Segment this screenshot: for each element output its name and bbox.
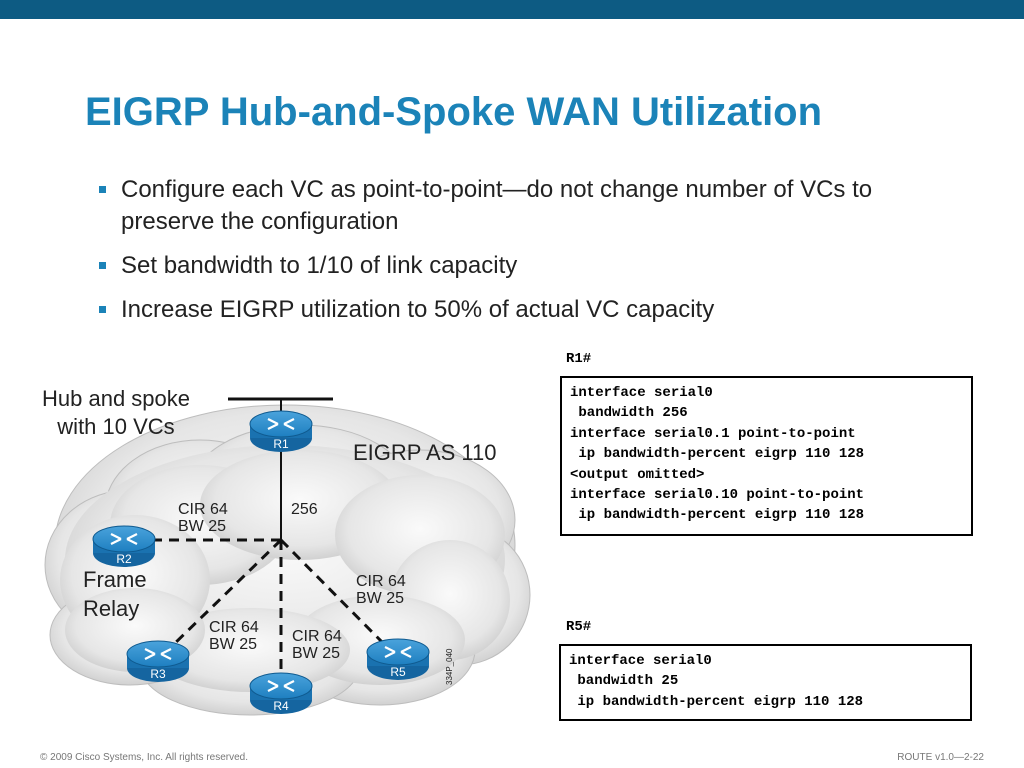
bullet-item: Set bandwidth to 1/10 of link capacity bbox=[97, 250, 947, 282]
footer-copyright: © 2009 Cisco Systems, Inc. All rights re… bbox=[40, 752, 249, 763]
bullet-square-icon bbox=[99, 306, 106, 313]
r4-cir-label: CIR 64 bbox=[292, 628, 342, 645]
router-r1-icon bbox=[249, 410, 313, 452]
router-r4-icon bbox=[249, 672, 313, 714]
r1-config-box: interface serial0 bandwidth 256 interfac… bbox=[560, 376, 973, 536]
r3-bw-label: BW 25 bbox=[209, 636, 257, 653]
diagram-caption-line1: Hub and spoke bbox=[42, 386, 190, 411]
router-r5-icon bbox=[366, 638, 430, 680]
r2-cir-label: CIR 64 bbox=[178, 501, 228, 518]
router-r2-label: R2 bbox=[116, 552, 132, 566]
eigrp-as-label: EIGRP AS 110 bbox=[353, 440, 497, 465]
r1-config-line: interface serial0 bbox=[570, 385, 713, 401]
router-r3-icon bbox=[126, 640, 190, 682]
r1-config-line: ip bandwidth-percent eigrp 110 128 bbox=[570, 507, 865, 524]
diagram-caption-line2: with 10 VCs bbox=[56, 414, 174, 439]
r1-config-line: interface serial0.1 point-to-point bbox=[570, 425, 856, 442]
r3-cir-label: CIR 64 bbox=[209, 619, 259, 636]
r2-bw-label: BW 25 bbox=[178, 518, 226, 535]
bullet-text: Set bandwidth to 1/10 of link capacity bbox=[121, 252, 518, 279]
figure-id-label: 334P_040 bbox=[445, 648, 454, 685]
hub-bandwidth-label: 256 bbox=[291, 501, 318, 518]
r5-bw-label: BW 25 bbox=[356, 590, 404, 607]
link-hub-r5 bbox=[279, 538, 387, 647]
link-hub-r3 bbox=[168, 538, 283, 650]
bullet-item: Configure each VC as point-to-point—do n… bbox=[97, 174, 947, 238]
r5-config-line: ip bandwidth-percent eigrp 110 128 bbox=[569, 693, 864, 710]
bullet-text: Increase EIGRP utilization to 50% of act… bbox=[121, 296, 715, 323]
top-banner bbox=[0, 0, 1024, 19]
cloud-label-line2: Relay bbox=[83, 596, 139, 621]
router-r2-icon bbox=[92, 525, 156, 567]
r5-config-box: interface serial0 bandwidth 25 ip bandwi… bbox=[559, 644, 972, 721]
r5-cir-label: CIR 64 bbox=[356, 573, 406, 590]
slide-title: EIGRP Hub-and-Spoke WAN Utilization bbox=[85, 90, 823, 134]
router-r4-label: R4 bbox=[273, 699, 289, 713]
network-diagram: R1 R2 R3 R4 R5 Hub and spoke with 10 VCs… bbox=[42, 386, 531, 716]
r5-config-line: interface serial0 bbox=[569, 653, 712, 669]
frame-relay-cloud bbox=[44, 404, 531, 716]
r1-config-line: bandwidth 256 bbox=[570, 405, 688, 422]
r1-config-line: ip bandwidth-percent eigrp 110 128 bbox=[570, 446, 865, 463]
router-r1-label: R1 bbox=[273, 437, 289, 451]
bullet-square-icon bbox=[99, 262, 106, 269]
router-r5-label: R5 bbox=[390, 665, 406, 679]
bullet-text: Configure each VC as point-to-point—do n… bbox=[121, 176, 873, 235]
bullet-square-icon bbox=[99, 186, 106, 193]
cloud-label-line1: Frame bbox=[83, 567, 147, 592]
bullet-item: Increase EIGRP utilization to 50% of act… bbox=[97, 294, 947, 326]
router-r3-label: R3 bbox=[150, 667, 166, 681]
footer-course-id: ROUTE v1.0—2-22 bbox=[897, 752, 984, 763]
r1-config-line: <output omitted> bbox=[570, 466, 705, 483]
bullet-list: Configure each VC as point-to-point—do n… bbox=[97, 174, 947, 338]
r5-prompt-label: R5# bbox=[566, 619, 592, 635]
r5-config-line: bandwidth 25 bbox=[569, 673, 679, 690]
r1-prompt-label: R1# bbox=[566, 351, 592, 367]
r4-bw-label: BW 25 bbox=[292, 645, 340, 662]
r1-config-line: interface serial0.10 point-to-point bbox=[570, 487, 865, 504]
